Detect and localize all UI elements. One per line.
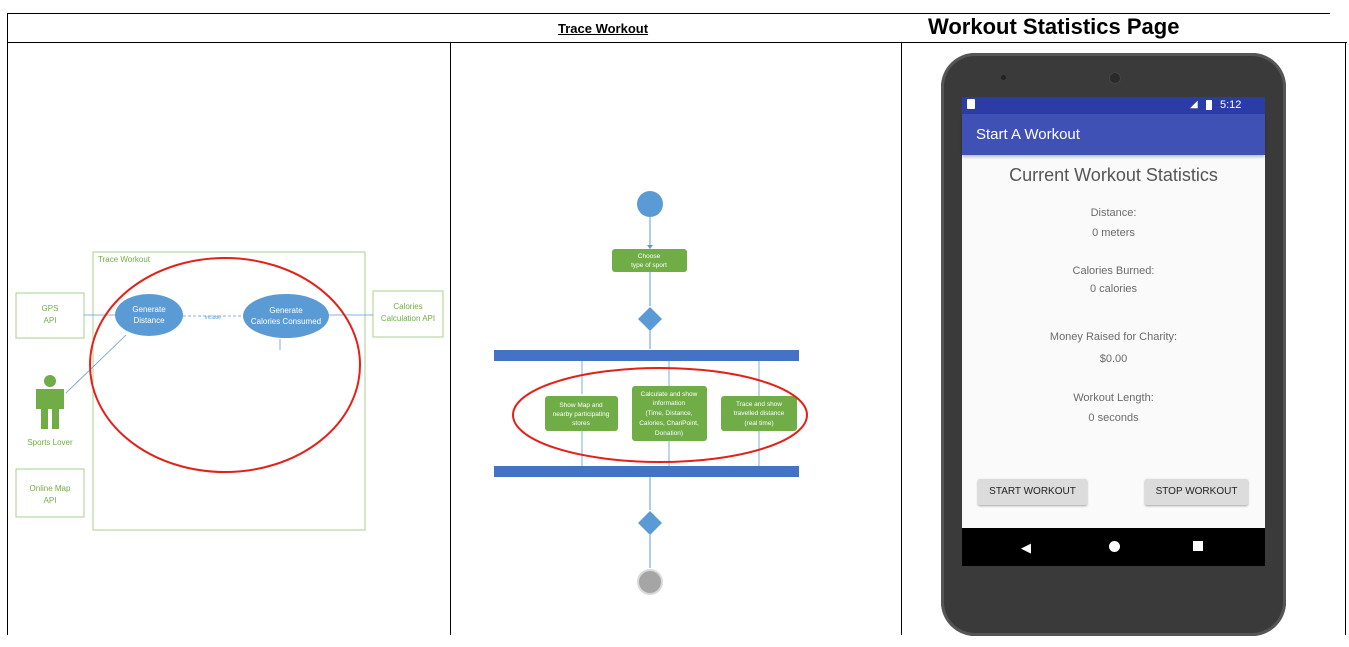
- calories-api-actor: [372, 290, 444, 338]
- gps-api-actor: [15, 292, 85, 339]
- calc-label-5: Donation): [655, 430, 683, 437]
- stat-calories-label: Calories Burned:: [1072, 265, 1155, 277]
- calories-api-label-1: Calories: [393, 302, 422, 311]
- choose-label-2: type of sport: [631, 262, 667, 269]
- table-left-border: [7, 13, 8, 635]
- online-map-label-1: Online Map: [30, 484, 71, 493]
- recents-square-icon[interactable]: [1193, 541, 1203, 551]
- stat-distance-value: 0 meters: [1092, 227, 1135, 239]
- calc-label-2: information: [653, 400, 686, 407]
- show-map-label-3: stores: [572, 420, 590, 427]
- generate-distance-label-2: Distance: [133, 316, 165, 325]
- trace-label-1: Trace and show: [736, 401, 782, 408]
- stat-money-value: $0.00: [1099, 353, 1128, 365]
- content-title: Current Workout Statistics: [1009, 165, 1218, 185]
- highlight-ellipse-left: [89, 257, 361, 473]
- online-map-label-2: API: [44, 496, 57, 505]
- show-map-action: [545, 396, 618, 431]
- decision-node-2: [638, 511, 662, 535]
- app-bar: Start A Workout: [962, 114, 1265, 155]
- trace-label-3: (real time): [744, 420, 773, 427]
- calc-label-1: Calculate and show: [641, 391, 698, 398]
- sports-lover-actor-icon: [36, 375, 64, 429]
- generate-distance-label-1: Generate: [132, 305, 166, 314]
- system-label: Trace Workout: [98, 255, 151, 264]
- generate-distance-usecase: [115, 294, 183, 336]
- generate-calories-usecase: [243, 294, 329, 338]
- nav-bar: ◀: [962, 528, 1265, 566]
- stop-workout-button[interactable]: STOP WORKOUT: [1145, 479, 1248, 505]
- stat-calories-value: 0 calories: [1089, 283, 1138, 295]
- calculate-info-action: [632, 386, 707, 441]
- phone-frame: ◢ 5:12 Start A Workout Current Workout S…: [941, 53, 1286, 636]
- trace-label-2: travelled distance: [734, 410, 785, 417]
- highlight-ellipse-middle: [512, 367, 808, 463]
- trace-distance-action: [721, 396, 797, 431]
- section-title: Trace Workout: [558, 21, 649, 36]
- gps-api-label-2: API: [44, 316, 57, 325]
- stat-distance-label: Distance:: [1090, 207, 1137, 219]
- gps-api-label-1: GPS: [42, 304, 59, 313]
- start-workout-button[interactable]: START WORKOUT: [978, 479, 1087, 505]
- fork-bar: [494, 350, 799, 361]
- generate-calories-label-1: Generate: [269, 306, 303, 315]
- choose-sport-action: [612, 249, 687, 272]
- sd-card-icon: [967, 99, 975, 109]
- decision-node-1: [638, 307, 662, 331]
- table-right-border: [1345, 42, 1346, 635]
- status-bar: ◢ 5:12: [962, 97, 1265, 114]
- end-node: [637, 569, 663, 595]
- calc-label-4: Calories, ChariPoint,: [639, 420, 699, 427]
- join-bar: [494, 466, 799, 477]
- calc-label-3: (Time, Distance,: [645, 410, 692, 417]
- stat-money-label: Money Raised for Charity:: [1049, 331, 1178, 343]
- show-map-label-1: Show Map and: [559, 402, 603, 409]
- page-title: Workout Statistics Page: [928, 14, 1180, 39]
- home-circle-icon[interactable]: [1109, 541, 1120, 552]
- battery-icon: [1206, 100, 1212, 110]
- use-case-diagram: Trace Workout GPS API Calories Calculati…: [15, 251, 444, 531]
- stat-length-label: Workout Length:: [1073, 392, 1154, 404]
- table-header-border: [7, 42, 1347, 43]
- column-divider-1: [450, 42, 451, 635]
- online-map-api-actor: [15, 468, 85, 518]
- calories-api-label-2: Calculation API: [381, 314, 435, 323]
- earpiece-dot: [1001, 75, 1006, 80]
- app-bar-title: Start A Workout: [976, 126, 1080, 143]
- start-node: [637, 191, 663, 217]
- camera-icon: [1109, 72, 1121, 84]
- choose-label-1: Choose: [638, 253, 661, 260]
- activity-diagram: Choose type of sport Show Map and nearby…: [494, 191, 808, 595]
- signal-icon: ◢: [1190, 99, 1198, 110]
- phone-screen: ◢ 5:12 Start A Workout Current Workout S…: [962, 97, 1265, 566]
- generate-calories-label-2: Calories Consumed: [251, 317, 321, 326]
- column-divider-2: [901, 42, 902, 635]
- back-triangle-icon[interactable]: ◀: [1021, 540, 1031, 555]
- include-label: include: [205, 315, 221, 321]
- table-top-border: [7, 13, 1330, 14]
- show-map-label-2: nearby participating: [553, 411, 610, 418]
- sports-lover-label: Sports Lover: [27, 438, 73, 447]
- stat-length-value: 0 seconds: [1088, 412, 1139, 424]
- status-time: 5:12: [1220, 99, 1242, 111]
